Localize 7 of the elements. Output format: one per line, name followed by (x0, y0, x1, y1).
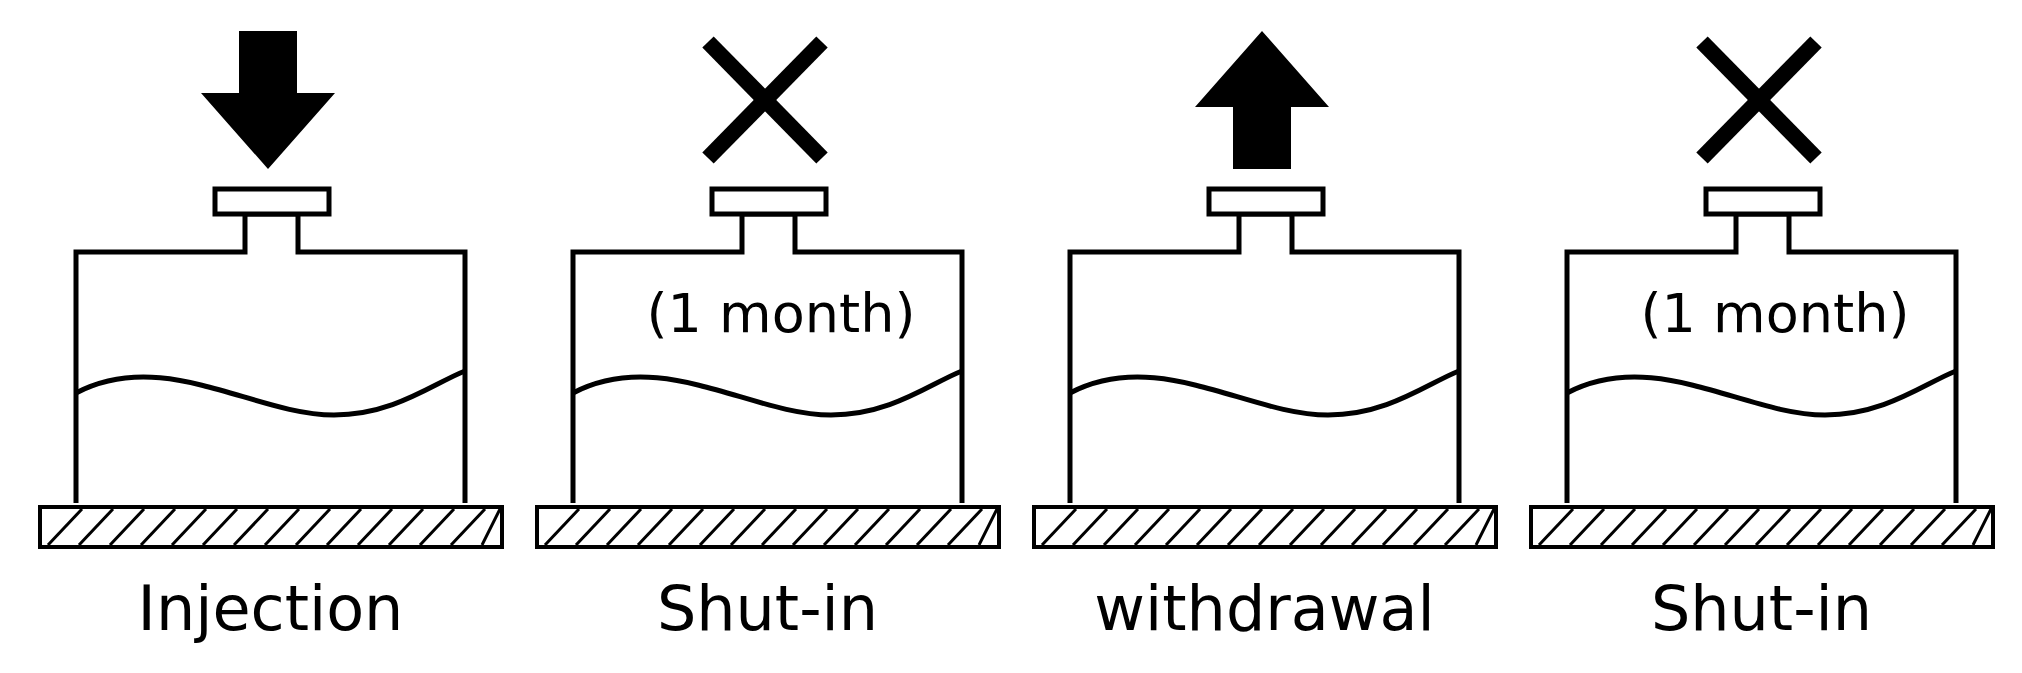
stage-caption: Shut-in (1649, 578, 1874, 640)
stage-caption: withdrawal (1093, 578, 1436, 640)
duration-label: (1 month) (1639, 287, 1911, 341)
duration-label: (1 month) (645, 287, 917, 341)
stage-caption: Shut-in (655, 578, 880, 640)
flow-arrow (1194, 31, 1329, 169)
flow-arrow (200, 31, 335, 169)
